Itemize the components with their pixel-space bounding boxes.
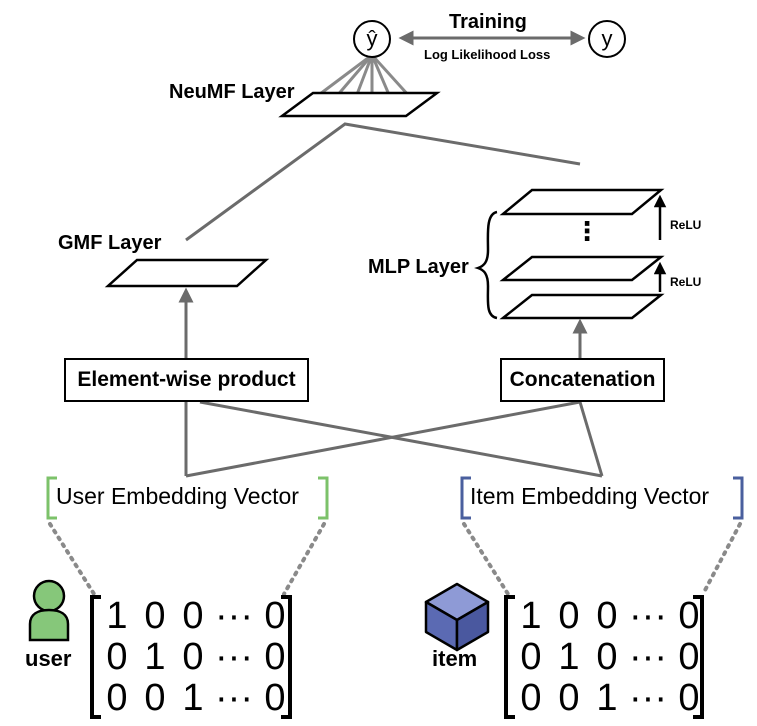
matrix-cell: ···	[215, 677, 253, 719]
item-embedding-bracket-right	[733, 476, 744, 520]
matrix-cell: 1	[558, 636, 580, 678]
mlp-layer-plane-top	[499, 188, 665, 216]
relu-label-top: ReLU	[670, 218, 702, 232]
matrix-cell: 0	[678, 595, 700, 637]
matrix-cell: ···	[215, 595, 253, 637]
element-wise-product-box: Element-wise product	[64, 358, 309, 402]
matrix-cell: ···	[629, 595, 667, 637]
matrix-cell: 0	[264, 595, 286, 637]
matrix-cell: 0	[144, 677, 166, 719]
mlp-brace	[474, 210, 498, 320]
matrix-cell: 1	[182, 677, 204, 719]
item-label: item	[432, 646, 478, 671]
item-cube-icon	[424, 582, 490, 652]
matrix-cell: 0	[264, 636, 286, 678]
matrix-cell: 0	[520, 636, 542, 678]
gmf-layer-plane	[104, 258, 270, 288]
neumf-fan-lines	[315, 53, 412, 99]
target-node: y	[588, 20, 626, 58]
matrix-cell: 0	[144, 595, 166, 637]
matrix-cell: 1	[144, 636, 166, 678]
relu-label-bottom: ReLU	[670, 275, 702, 289]
matrix-cell: 0	[678, 636, 700, 678]
matrix-cell: 0	[558, 677, 580, 719]
user-embedding-label: User Embedding Vector	[56, 483, 299, 509]
matrix-cell: 0	[182, 636, 204, 678]
user-matrix-brackets	[90, 595, 292, 719]
matrix-cell: 0	[678, 677, 700, 719]
user-embedding-bracket-left	[46, 476, 57, 520]
embedding-connectors	[184, 400, 604, 478]
matrix-cell: 0	[182, 595, 204, 637]
matrix-cell: ···	[629, 636, 667, 678]
gmf-layer-label: GMF Layer	[58, 232, 162, 254]
mlp-layer-label: MLP Layer	[368, 256, 469, 278]
mlp-layer-plane-middle	[499, 255, 665, 282]
mlp-layer-plane-bottom	[499, 293, 665, 320]
prediction-symbol: ŷ	[366, 26, 378, 51]
user-icon	[28, 579, 70, 642]
matrix-cell: 0	[106, 677, 128, 719]
training-label: Training	[449, 11, 527, 33]
embedding-dotted-lines	[48, 522, 742, 596]
matrix-cell: 0	[106, 636, 128, 678]
element-wise-product-label: Element-wise product	[77, 368, 296, 391]
prediction-node: ŷ	[353, 20, 391, 58]
matrix-cell: ···	[215, 636, 253, 678]
matrix-cell: 1	[106, 595, 128, 637]
matrix-cell: 0	[596, 595, 618, 637]
mlp-vertical-ellipsis: ⋮	[574, 216, 600, 246]
neumf-to-gmf-connector	[185, 122, 581, 242]
concatenation-box: Concatenation	[500, 358, 665, 402]
loss-label: Log Likelihood Loss	[424, 47, 551, 62]
matrix-cell: 0	[596, 636, 618, 678]
matrix-cell: ···	[629, 677, 667, 719]
matrix-cell: 1	[596, 677, 618, 719]
matrix-cell: 0	[558, 595, 580, 637]
user-embedding-bracket-right	[318, 476, 329, 520]
neumf-layer-plane	[278, 91, 441, 118]
item-matrix-brackets	[504, 595, 704, 719]
item-embedding-label: Item Embedding Vector	[470, 483, 710, 509]
user-label: user	[25, 646, 72, 671]
matrix-cell: 1	[520, 595, 542, 637]
concatenation-label: Concatenation	[509, 368, 656, 391]
matrix-cell: 0	[520, 677, 542, 719]
target-symbol: y	[601, 26, 613, 51]
item-embedding-bracket-left	[460, 476, 471, 520]
neumf-layer-label: NeuMF Layer	[169, 81, 295, 103]
matrix-cell: 0	[264, 677, 286, 719]
